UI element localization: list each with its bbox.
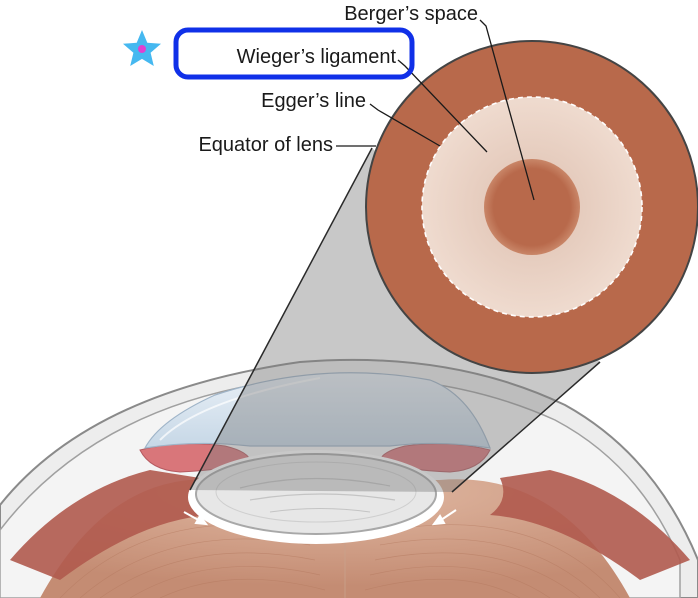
leader-bergers-space (479, 19, 535, 201)
center-dot (484, 159, 580, 255)
eggers-line-ring (421, 96, 643, 318)
ciliary-muscle-right (490, 470, 690, 580)
leader-wiegers-ligament (397, 59, 488, 153)
eye-cross-section (0, 358, 698, 598)
label-equator-of-lens: Equator of lens (198, 134, 333, 156)
leader-eggers-line (369, 103, 441, 147)
label-eggers-line: Egger’s line (261, 90, 366, 112)
zonule-arrows (183, 509, 457, 526)
star-icon (123, 30, 161, 66)
tissue-fibers (59, 524, 621, 598)
highlight-box (173, 27, 415, 80)
magnifier-cone (190, 148, 600, 492)
ciliary-muscle-left (10, 470, 210, 580)
magnifier-edges (189, 147, 601, 493)
cornea (143, 372, 491, 449)
label-bergers-space: Berger’s space (344, 3, 478, 25)
leader-lines (336, 19, 535, 201)
label-wiegers-ligament: Wieger’s ligament (237, 46, 397, 68)
magnified-detail (365, 40, 698, 374)
crystalline-lens (188, 450, 444, 544)
